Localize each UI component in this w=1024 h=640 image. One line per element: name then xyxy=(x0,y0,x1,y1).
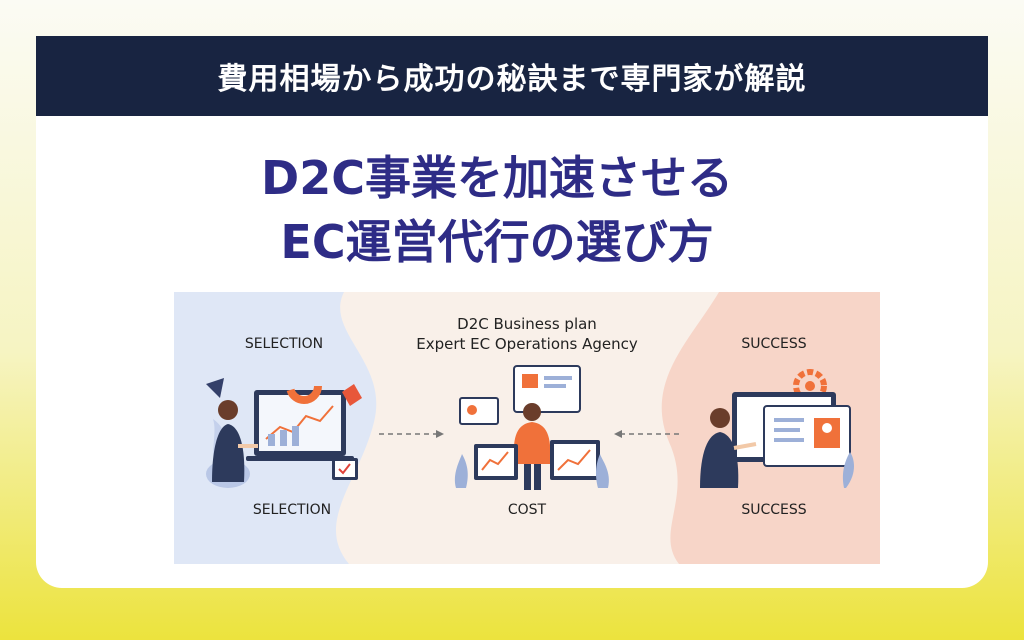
selection-figure xyxy=(206,378,358,488)
banner-text: 費用相場から成功の秘訣まで専門家が解説 xyxy=(217,62,807,97)
top-banner: 費用相場から成功の秘訣まで専門家が解説 xyxy=(36,36,988,116)
success-figure xyxy=(700,369,854,488)
title-line-2: EC運営代行の選び方 xyxy=(280,215,714,269)
illustration-title-line-1: D2C Business plan xyxy=(457,315,597,333)
hero-illustration: D2C Business plan Expert EC Operations A… xyxy=(174,292,880,564)
chart-icon xyxy=(286,368,362,406)
article-card: 費用相場から成功の秘訣まで専門家が解説 D2C事業を加速させる EC運営代行の選… xyxy=(36,36,988,588)
center-bottom-label: COST xyxy=(507,502,547,518)
title-line-1: D2C事業を加速させる xyxy=(261,151,733,205)
left-bottom-label: SELECTION xyxy=(252,502,332,518)
illustration-title: D2C Business plan Expert EC Operations A… xyxy=(377,314,677,354)
illustration-title-line-2: Expert EC Operations Agency xyxy=(416,335,638,353)
left-top-label: SELECTION xyxy=(244,336,324,352)
right-top-label: SUCCESS xyxy=(741,336,807,352)
cost-figure xyxy=(454,365,609,490)
page-title: D2C事業を加速させる EC運営代行の選び方 xyxy=(36,146,988,274)
right-bottom-label: SUCCESS xyxy=(741,502,807,518)
